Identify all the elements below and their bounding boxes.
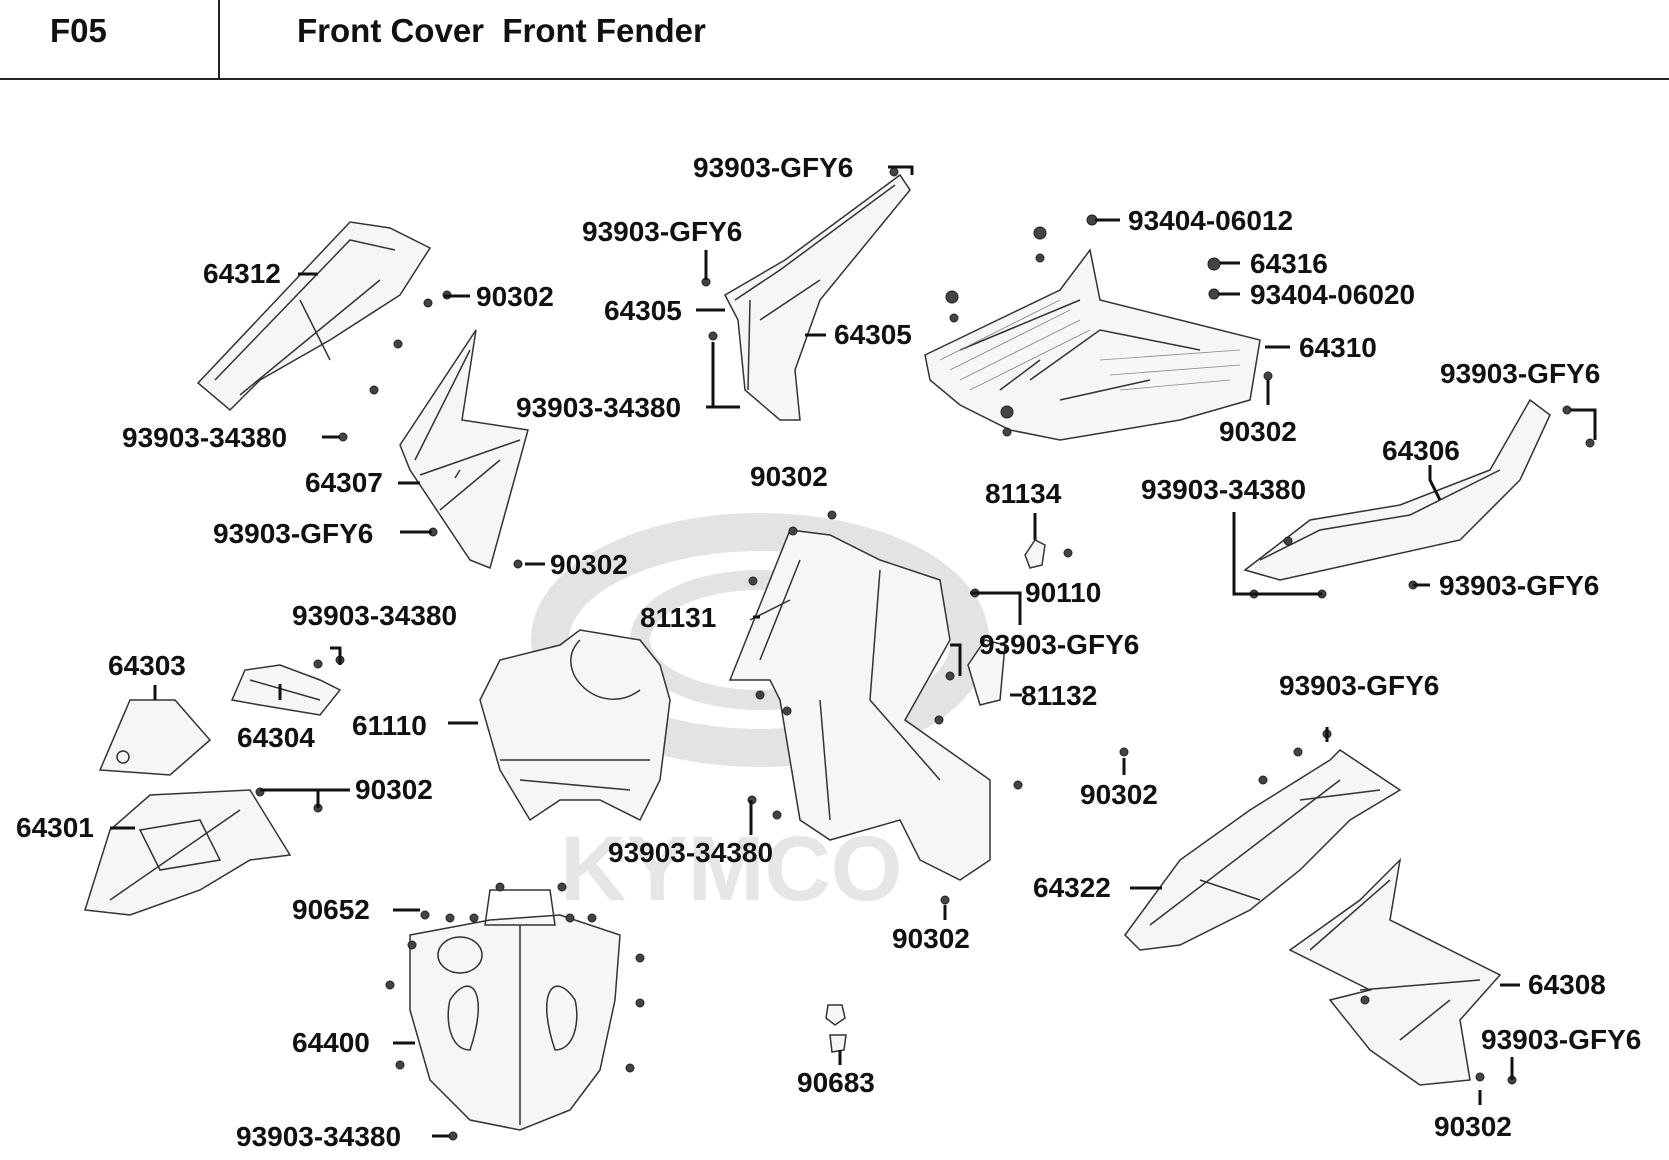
label-90302-d: 90302 — [750, 461, 828, 492]
part-81132-drawing — [967, 639, 1006, 706]
page-header: F05 Front Cover Front Fender — [0, 0, 1669, 80]
label-93903-34380-c: 93903-34380 — [1141, 474, 1306, 505]
leader-lines — [110, 165, 1597, 1138]
label-90110: 90110 — [1025, 577, 1101, 608]
label-64307: 64307 — [305, 467, 383, 498]
label-93903-34380-b: 93903-34380 — [122, 422, 287, 453]
label-90302-a: 90302 — [476, 281, 554, 312]
label-93903-gfy6-f: 93903-GFY6 — [979, 629, 1139, 660]
label-93903-34380-e: 93903-34380 — [292, 600, 457, 631]
label-93404-06020: 93404-06020 — [1250, 279, 1415, 310]
label-90302-h: 90302 — [1434, 1111, 1512, 1142]
label-93903-34380-a: 93903-34380 — [516, 392, 681, 423]
label-93903-34380-f: 93903-34380 — [236, 1121, 401, 1152]
part-64301-drawing — [84, 789, 292, 916]
label-93903-gfy6-d: 93903-GFY6 — [1440, 358, 1600, 389]
label-90652: 90652 — [292, 894, 370, 925]
fasteners — [255, 167, 1595, 1141]
part-64304-drawing — [230, 664, 342, 716]
label-90302-b: 90302 — [550, 549, 628, 580]
label-93903-34380-d: 93903-34380 — [608, 837, 773, 868]
part-61110-drawing — [479, 629, 671, 822]
section-title: Front Cover Front Fender — [297, 12, 706, 49]
label-81134: 81134 — [985, 478, 1062, 509]
label-93903-gfy6-b: 93903-GFY6 — [582, 216, 742, 247]
label-61110: 61110 — [352, 710, 427, 741]
label-90302-e: 90302 — [355, 774, 433, 805]
label-93903-gfy6-e: 93903-GFY6 — [1439, 570, 1599, 601]
part-90683-drawing — [825, 1004, 847, 1053]
label-93903-gfy6-g: 93903-GFY6 — [1279, 670, 1439, 701]
label-64305-right: 64305 — [834, 319, 912, 350]
label-64306: 64306 — [1382, 435, 1460, 466]
part-64310-drawing — [924, 248, 1261, 441]
label-64303: 64303 — [108, 650, 186, 681]
part-64303-drawing — [98, 699, 212, 776]
label-64312: 64312 — [203, 258, 281, 289]
label-93903-gfy6-top: 93903-GFY6 — [693, 152, 853, 183]
label-90302-f: 90302 — [892, 923, 970, 954]
part-64308-drawing — [1288, 857, 1502, 1086]
part-labels: 93903-GFY6 93903-GFY6 64312 90302 64305 … — [16, 152, 1641, 1152]
label-90302-c: 90302 — [1219, 416, 1297, 447]
label-64301: 64301 — [16, 812, 94, 843]
part-81131-drawing — [728, 529, 991, 881]
label-64400: 64400 — [292, 1027, 370, 1058]
label-93903-gfy6-c: 93903-GFY6 — [213, 518, 373, 549]
label-93404-06012: 93404-06012 — [1128, 205, 1293, 236]
label-93903-gfy6-h: 93903-GFY6 — [1481, 1024, 1641, 1055]
label-64316: 64316 — [1250, 248, 1328, 279]
part-81134-drawing — [1024, 539, 1046, 569]
label-90683: 90683 — [797, 1067, 875, 1098]
part-64305-drawing — [724, 173, 911, 421]
label-81132: 81132 — [1021, 680, 1097, 711]
part-64312-drawing — [196, 221, 432, 412]
label-64304: 64304 — [237, 722, 315, 753]
label-64305-left: 64305 — [604, 295, 682, 326]
label-81131: 81131 — [640, 602, 716, 633]
part-64322-drawing — [1124, 749, 1402, 951]
header-divider — [218, 0, 220, 78]
part-64307-drawing — [399, 329, 529, 570]
label-90302-g: 90302 — [1080, 779, 1158, 810]
label-64310: 64310 — [1299, 332, 1377, 363]
part-64400-drawing — [409, 889, 621, 1131]
section-code: F05 — [50, 12, 107, 49]
label-64322: 64322 — [1033, 872, 1111, 903]
label-64308: 64308 — [1528, 969, 1606, 1000]
